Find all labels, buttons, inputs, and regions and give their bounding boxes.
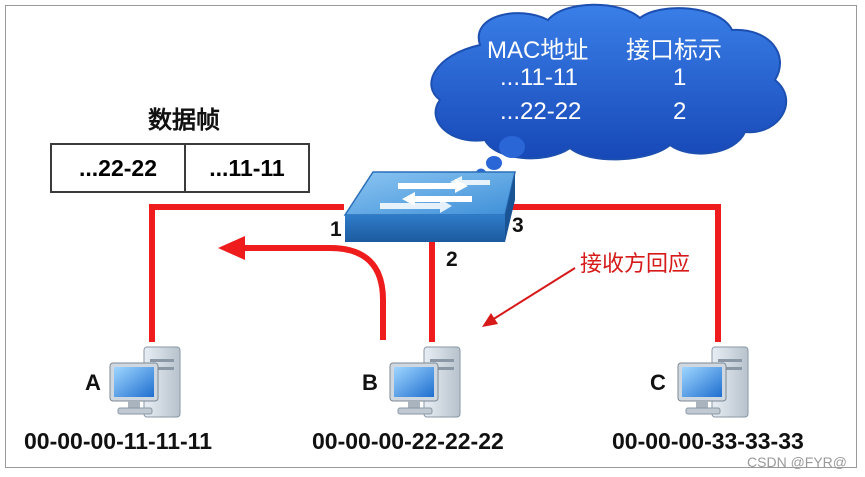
- diagram-frame: [5, 5, 857, 468]
- mac-table-header-mac: MAC地址: [487, 37, 589, 64]
- computer-icon-B: [389, 346, 461, 418]
- watermark: CSDN @FYR@: [747, 454, 847, 470]
- host-A-mac: 00-00-00-11-11-11: [24, 428, 212, 454]
- switch-port-3: 3: [512, 214, 524, 237]
- network-switch-icon: [343, 171, 516, 242]
- frame-dest-mac: ...22-22: [50, 143, 186, 193]
- reply-annotation: 接收方回应: [580, 251, 691, 276]
- host-A-label: A: [85, 370, 101, 395]
- link-port1-to-A: [149, 204, 344, 342]
- host-B-label: B: [362, 370, 378, 395]
- mac-table-row-2-mac: ...22-22: [500, 98, 582, 125]
- computer-icon-C: [677, 346, 749, 418]
- mac-table-row-2-port: 2: [673, 98, 687, 125]
- data-frame-title: 数据帧: [148, 107, 220, 134]
- frame-src-mac: ...11-11: [184, 143, 310, 193]
- mac-table-row-1-port: 1: [673, 64, 687, 91]
- computer-icon-A: [109, 346, 181, 418]
- switch-port-1: 1: [330, 218, 342, 241]
- annotation-arrow: [482, 267, 576, 327]
- host-C-label: C: [650, 370, 666, 395]
- network-links: [149, 204, 721, 342]
- host-B-mac: 00-00-00-22-22-22: [312, 428, 504, 454]
- mac-table-row-1-mac: ...11-11: [500, 64, 578, 91]
- link-port3-to-C: [512, 204, 721, 342]
- mac-table-header-port: 接口标示: [626, 37, 722, 64]
- switch-port-2: 2: [446, 248, 458, 271]
- cloud-bubble-large: [499, 136, 525, 158]
- mac-table-cloud: [430, 3, 788, 178]
- reply-arrowhead: [218, 236, 245, 260]
- reply-path: [240, 245, 386, 340]
- cloud-bubble-medium: [486, 156, 502, 170]
- host-C-mac: 00-00-00-33-33-33: [612, 428, 804, 454]
